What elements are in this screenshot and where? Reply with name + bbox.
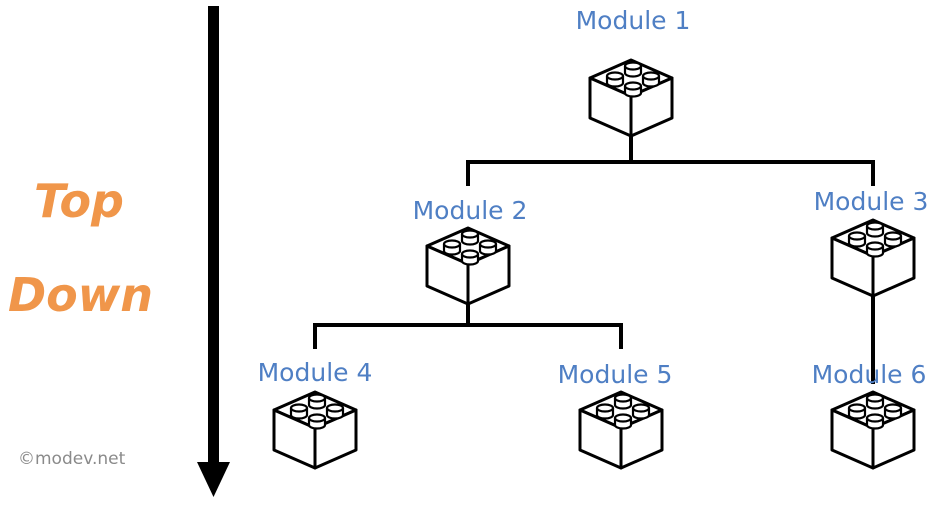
module-label: Module 2 [412,196,528,225]
watermark: ©modev.net [18,449,126,469]
lego-brick-icon [578,390,664,470]
down-arrow-icon [197,6,230,497]
lego-brick-icon [425,226,511,306]
module-label: Module 4 [257,358,373,387]
lego-brick-icon [830,218,916,298]
lego-brick-icon [272,390,358,470]
module-bricks [272,58,916,470]
module-label: Module 6 [811,360,927,389]
lego-brick-icon [588,58,674,138]
lego-brick-icon [830,390,916,470]
side-text-down: Down [8,268,154,322]
side-text-top: Top [34,174,124,228]
connector-lines [313,134,875,384]
module-label: Module 3 [813,187,929,216]
module-label: Module 1 [575,6,691,35]
module-label: Module 5 [557,360,673,389]
